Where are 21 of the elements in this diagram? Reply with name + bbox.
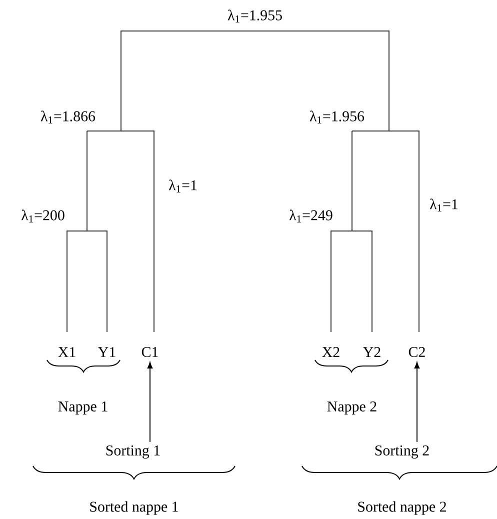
leaf-label: Y1: [98, 347, 116, 357]
process-label: Sorting 1: [106, 445, 160, 459]
leaf-label: Y2: [363, 347, 380, 357]
merge-value-label: λ$_{1}$=249: [289, 210, 332, 222]
leaf-label: X2: [322, 347, 340, 357]
merge-value-label: λ$_{1}$=1.956: [310, 110, 364, 124]
process-label: Sorting 2: [375, 445, 429, 459]
group-label: Sorted nappe 1: [90, 501, 178, 515]
arrow: [147, 362, 153, 442]
leaf-label: C1: [142, 346, 158, 358]
leaf-label: C2: [408, 346, 425, 358]
merge-value-label: λ$_{1}$=1: [430, 198, 458, 212]
merge-value-label: λ$_{1}$=1.955: [228, 10, 282, 22]
merge-value-label: λ$_{1}$=200: [21, 210, 64, 222]
leaf-label: X1: [58, 347, 76, 357]
group-label: Nappe 2: [327, 401, 376, 415]
arrow: [414, 362, 420, 442]
group-label: Sorted nappe 2: [358, 501, 446, 515]
merge-value-label: λ$_{1}$=1.866: [40, 110, 96, 124]
group-label: Nappe 1: [58, 401, 108, 415]
merge-value-label: λ$_{1}$=1: [168, 180, 197, 192]
